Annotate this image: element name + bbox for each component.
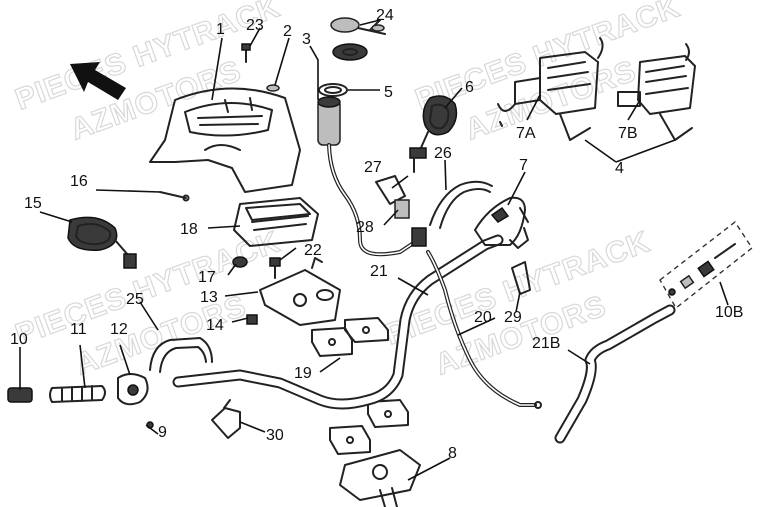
part-brake-lever-12: [117, 373, 149, 406]
part-pin-16: [159, 191, 190, 202]
part-handlebar-cover: [149, 87, 301, 193]
callout-23: 23: [246, 17, 264, 34]
callout-labels: 1 23 2 3 24 5 6 7A 7B 4 7 16 27 26 15 18…: [10, 7, 743, 462]
part-u-bracket-25: [149, 337, 213, 373]
part-bolt-22: [269, 257, 281, 279]
part-clamp-upper-19: [311, 317, 389, 357]
part-ignition-switch: [317, 96, 427, 257]
part-washer: [266, 84, 280, 92]
callout-7b: 7B: [618, 125, 638, 142]
part-handlebar-21b: [554, 304, 676, 444]
part-mirror-left: [67, 216, 137, 269]
part-throttle-7: [474, 196, 529, 249]
part-handlebar-mount: [339, 449, 421, 507]
callout-4: 4: [615, 160, 624, 177]
callout-8: 8: [448, 445, 457, 462]
part-meter-box: [233, 197, 319, 247]
part-nut-14: [246, 314, 258, 325]
callout-21b: 21B: [532, 335, 560, 352]
part-bracket-29: [511, 261, 531, 295]
callout-6: 6: [465, 79, 474, 96]
part-cable-guide-26: [429, 180, 493, 229]
part-ignition-key: [330, 17, 386, 35]
callout-18: 18: [180, 221, 198, 238]
part-clip-27: [375, 175, 406, 205]
callout-26: 26: [434, 145, 452, 162]
part-clamp-lower: [329, 399, 409, 455]
part-handlebar-21: [172, 234, 504, 410]
callout-3: 3: [302, 31, 311, 48]
callout-5: 5: [384, 84, 393, 101]
part-ignition-nut: [332, 43, 368, 61]
part-grip-11: [49, 385, 106, 403]
callout-11: 11: [70, 321, 87, 338]
leader-lines: [19, 19, 729, 481]
callout-13: 13: [200, 289, 218, 306]
part-ignition-ring: [318, 83, 348, 97]
callout-30: 30: [266, 427, 284, 444]
part-mirror-right: [409, 95, 458, 173]
callout-7a: 7A: [516, 125, 536, 142]
part-switch-7a: [497, 37, 604, 141]
callout-10: 10: [10, 331, 28, 348]
callout-27: 27: [364, 159, 382, 176]
part-bracket-13: [259, 257, 341, 326]
callout-15: 15: [24, 195, 42, 212]
part-bracket-30: [211, 399, 241, 439]
callout-10b: 10B: [715, 304, 743, 321]
part-bar-end-10: [7, 387, 33, 403]
callout-20: 20: [474, 309, 492, 326]
callout-25: 25: [126, 291, 144, 308]
part-switch-7b: [617, 43, 696, 141]
callout-17: 17: [198, 269, 216, 286]
callout-21: 21: [370, 263, 388, 280]
callout-24: 24: [376, 7, 394, 24]
part-clip-28: [394, 199, 410, 219]
callout-22: 22: [304, 242, 322, 259]
front-direction-arrow-icon: [70, 62, 126, 100]
callout-7: 7: [519, 157, 528, 174]
callout-1: 1: [216, 21, 225, 38]
callout-2: 2: [283, 23, 292, 40]
callout-14: 14: [206, 317, 224, 334]
callout-28: 28: [356, 219, 374, 236]
callout-29: 29: [504, 309, 522, 326]
callout-16: 16: [70, 173, 88, 190]
part-group-10b: [659, 220, 753, 310]
part-screw-23: [241, 43, 251, 63]
callout-12: 12: [110, 321, 128, 338]
callout-9: 9: [158, 424, 167, 441]
callout-19: 19: [294, 365, 312, 382]
